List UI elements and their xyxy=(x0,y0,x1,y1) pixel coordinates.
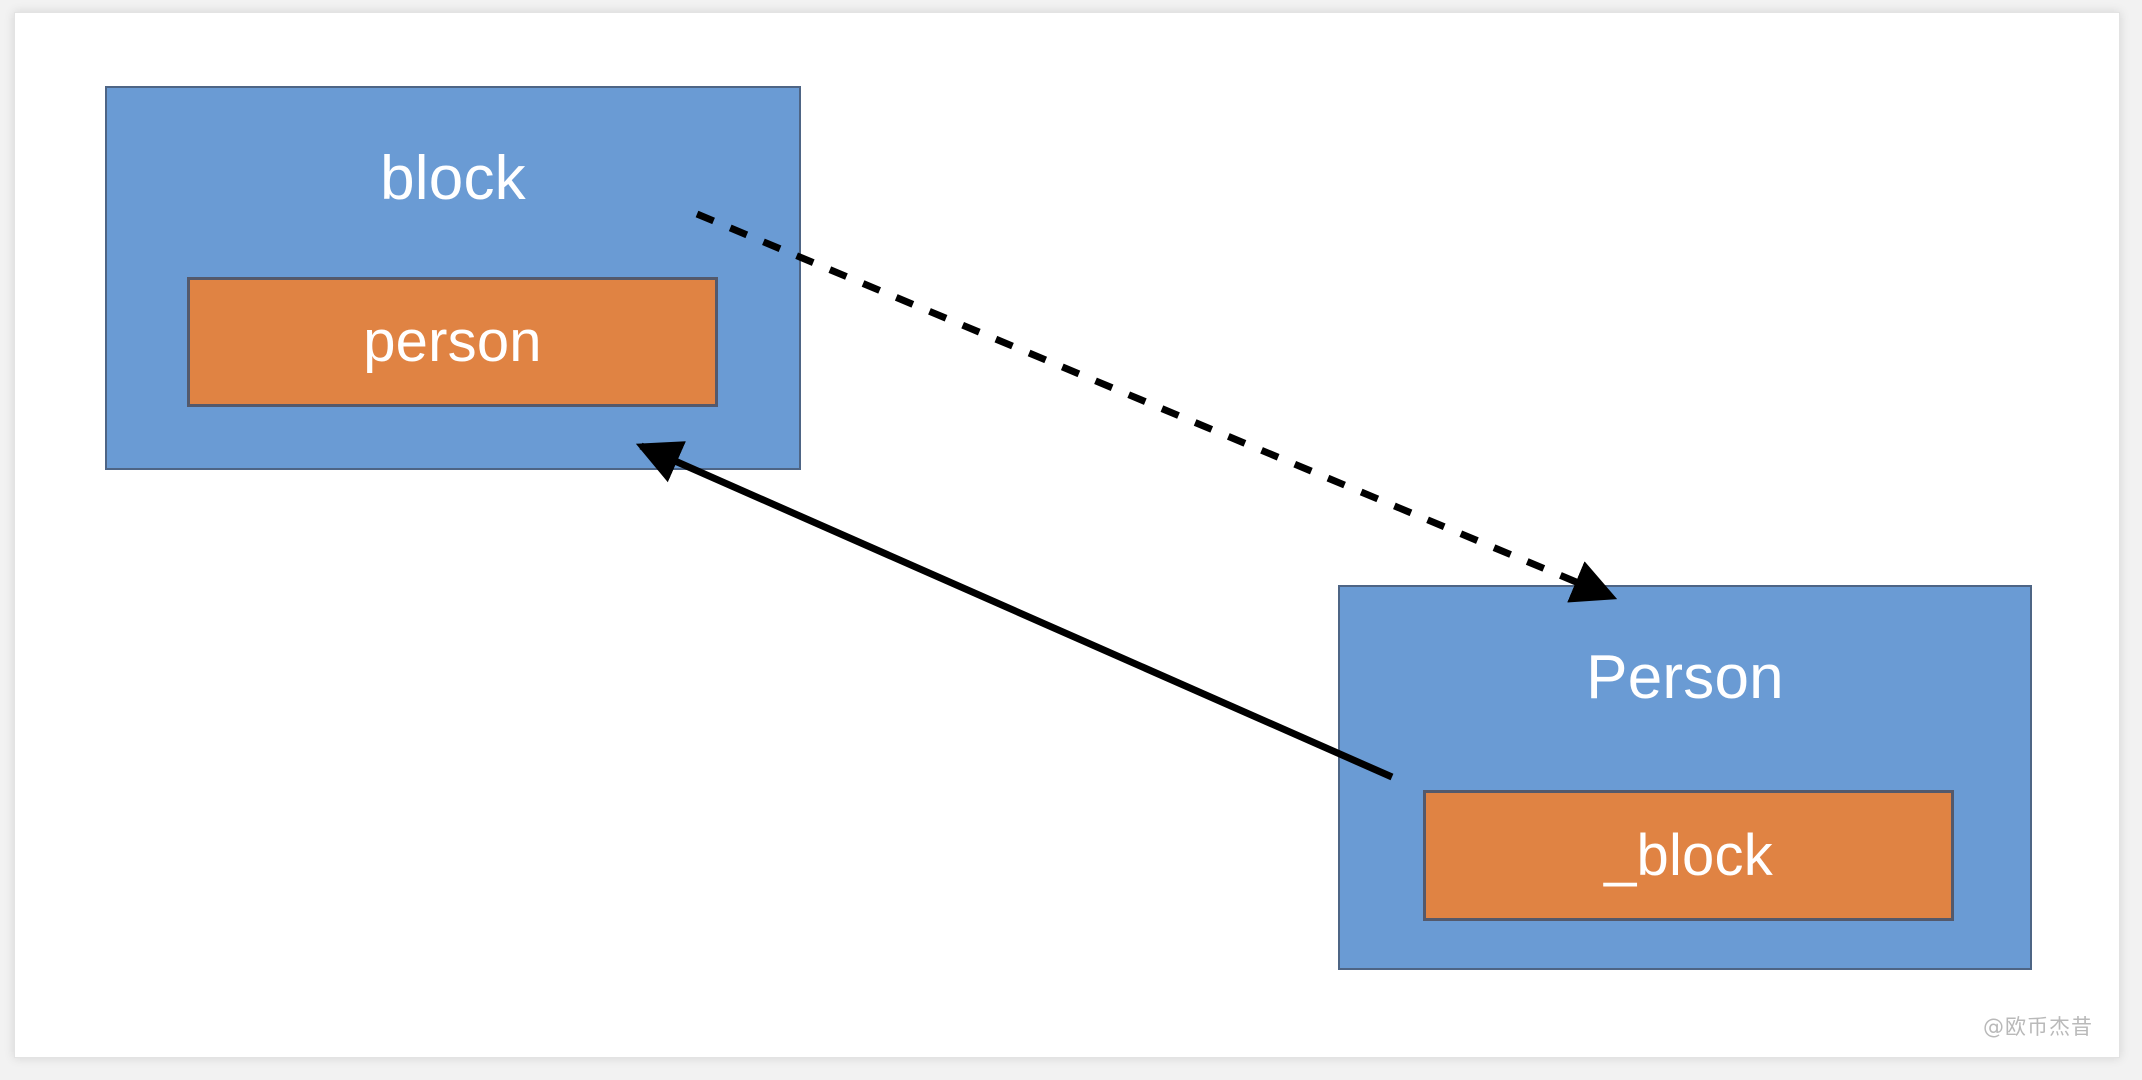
class-title-block: block xyxy=(380,144,526,213)
diagram-surface: block person Person _block xyxy=(15,13,2119,1057)
solid-arrow-person-to-block[interactable] xyxy=(635,441,1394,781)
member-box-underscore-block[interactable]: _block xyxy=(1423,790,1954,921)
member-label-underscore-block: _block xyxy=(1604,822,1773,888)
dashed-arrow-block-to-person[interactable] xyxy=(695,210,1618,603)
class-box-person[interactable]: Person _block xyxy=(1338,585,2032,970)
class-title-person: Person xyxy=(1586,643,1784,712)
member-box-person[interactable]: person xyxy=(187,277,718,407)
watermark-text: @欧币杰昔 xyxy=(1983,1015,2093,1039)
member-label-person: person xyxy=(363,309,542,374)
diagram-paper: block person Person _block xyxy=(14,12,2120,1058)
class-box-block[interactable]: block person xyxy=(105,86,801,470)
